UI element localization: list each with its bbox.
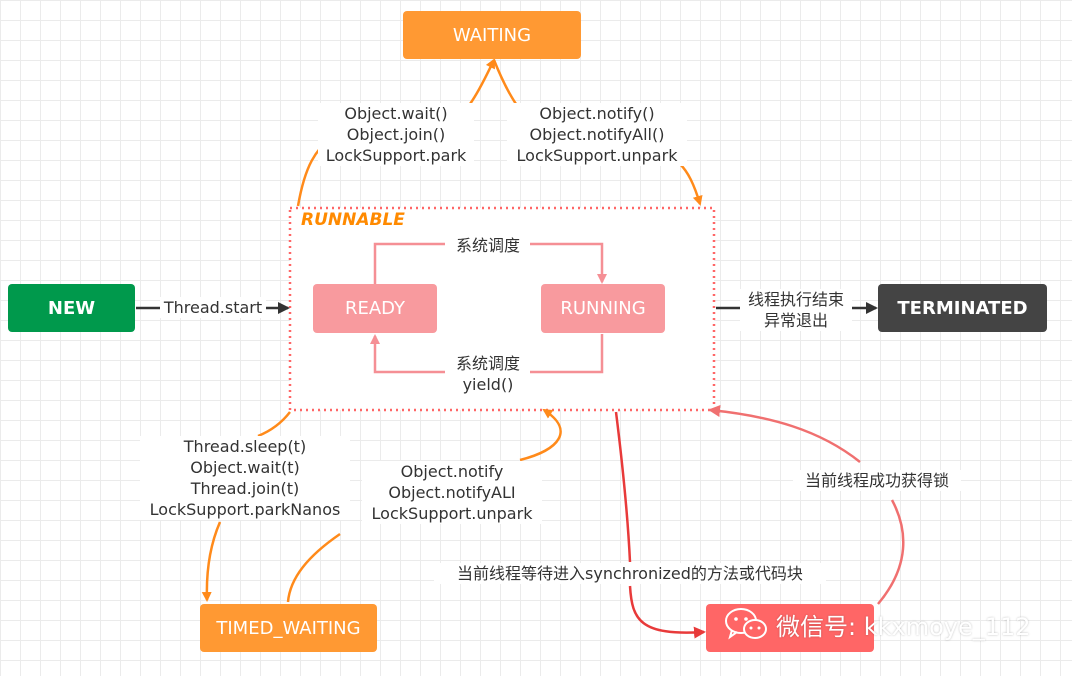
state-new: NEW — [8, 284, 135, 332]
label-line: LockSupport.unpark — [516, 146, 678, 165]
state-running: RUNNING — [541, 284, 665, 333]
label-line: Object.join() — [346, 125, 446, 144]
label-line: LockSupport.parkNanos — [149, 500, 341, 519]
label-line: 线程执行结束 — [747, 290, 844, 309]
label-line: Object.notifyAll() — [529, 125, 665, 144]
label-line: Object.wait() — [344, 104, 448, 123]
wechat-watermark: 微信号: kkxmoye_112 — [724, 606, 1031, 642]
state-blocked — [706, 604, 874, 652]
state-runnable-title: RUNNABLE — [301, 210, 405, 230]
label-from-blocked: 当前线程成功获得锁 — [793, 470, 961, 491]
label-to-waiting: Object.wait() Object.join() LockSupport.… — [318, 103, 474, 166]
label-from-timed-waiting: Object.notify Object.notifyALI LockSuppo… — [362, 461, 542, 524]
edge-from-timed-waiting — [286, 410, 562, 603]
label-line: Object.wait(t) — [190, 458, 300, 477]
label-line: 异常退出 — [763, 311, 828, 330]
label-running-to-ready: 系统调度 yield() — [448, 353, 528, 395]
label-to-terminated: 线程执行结束 异常退出 — [740, 289, 852, 331]
label-line: 系统调度 — [455, 354, 520, 373]
edge-to-blocked — [614, 411, 704, 633]
label-ready-to-running: 系统调度 — [448, 235, 528, 256]
edge-to-timed-waiting — [207, 411, 291, 600]
edge-ready-to-running — [373, 242, 602, 284]
label-line: Object.notify() — [539, 104, 655, 123]
state-waiting: WAITING — [403, 11, 581, 59]
label-line: LockSupport.unpark — [371, 504, 533, 523]
label-line: Object.notifyALI — [388, 483, 516, 502]
label-line: LockSupport.park — [325, 146, 467, 165]
label-new-to-runnable: Thread.start — [160, 297, 266, 318]
label-to-blocked: 当前线程等待进入synchronized的方法或代码块 — [434, 563, 826, 584]
edge-from-blocked — [710, 410, 905, 605]
edge-from-waiting — [492, 59, 700, 204]
label-line: Object.notify — [400, 462, 504, 481]
watermark-text: 微信号: kkxmoye_112 — [776, 612, 1031, 641]
label-line: Thread.sleep(t) — [183, 437, 307, 456]
state-terminated: TERMINATED — [878, 284, 1047, 332]
state-ready: READY — [313, 284, 437, 333]
state-timed-waiting: TIMED_WAITING — [200, 604, 377, 652]
wechat-icon — [725, 608, 767, 640]
label-line: yield() — [462, 375, 514, 394]
edge-running-to-ready — [375, 334, 604, 374]
label-from-waiting: Object.notify() Object.notifyAll() LockS… — [507, 103, 687, 166]
label-line: Thread.join(t) — [190, 479, 300, 498]
label-to-timed-waiting: Thread.sleep(t) Object.wait(t) Thread.jo… — [140, 436, 350, 520]
